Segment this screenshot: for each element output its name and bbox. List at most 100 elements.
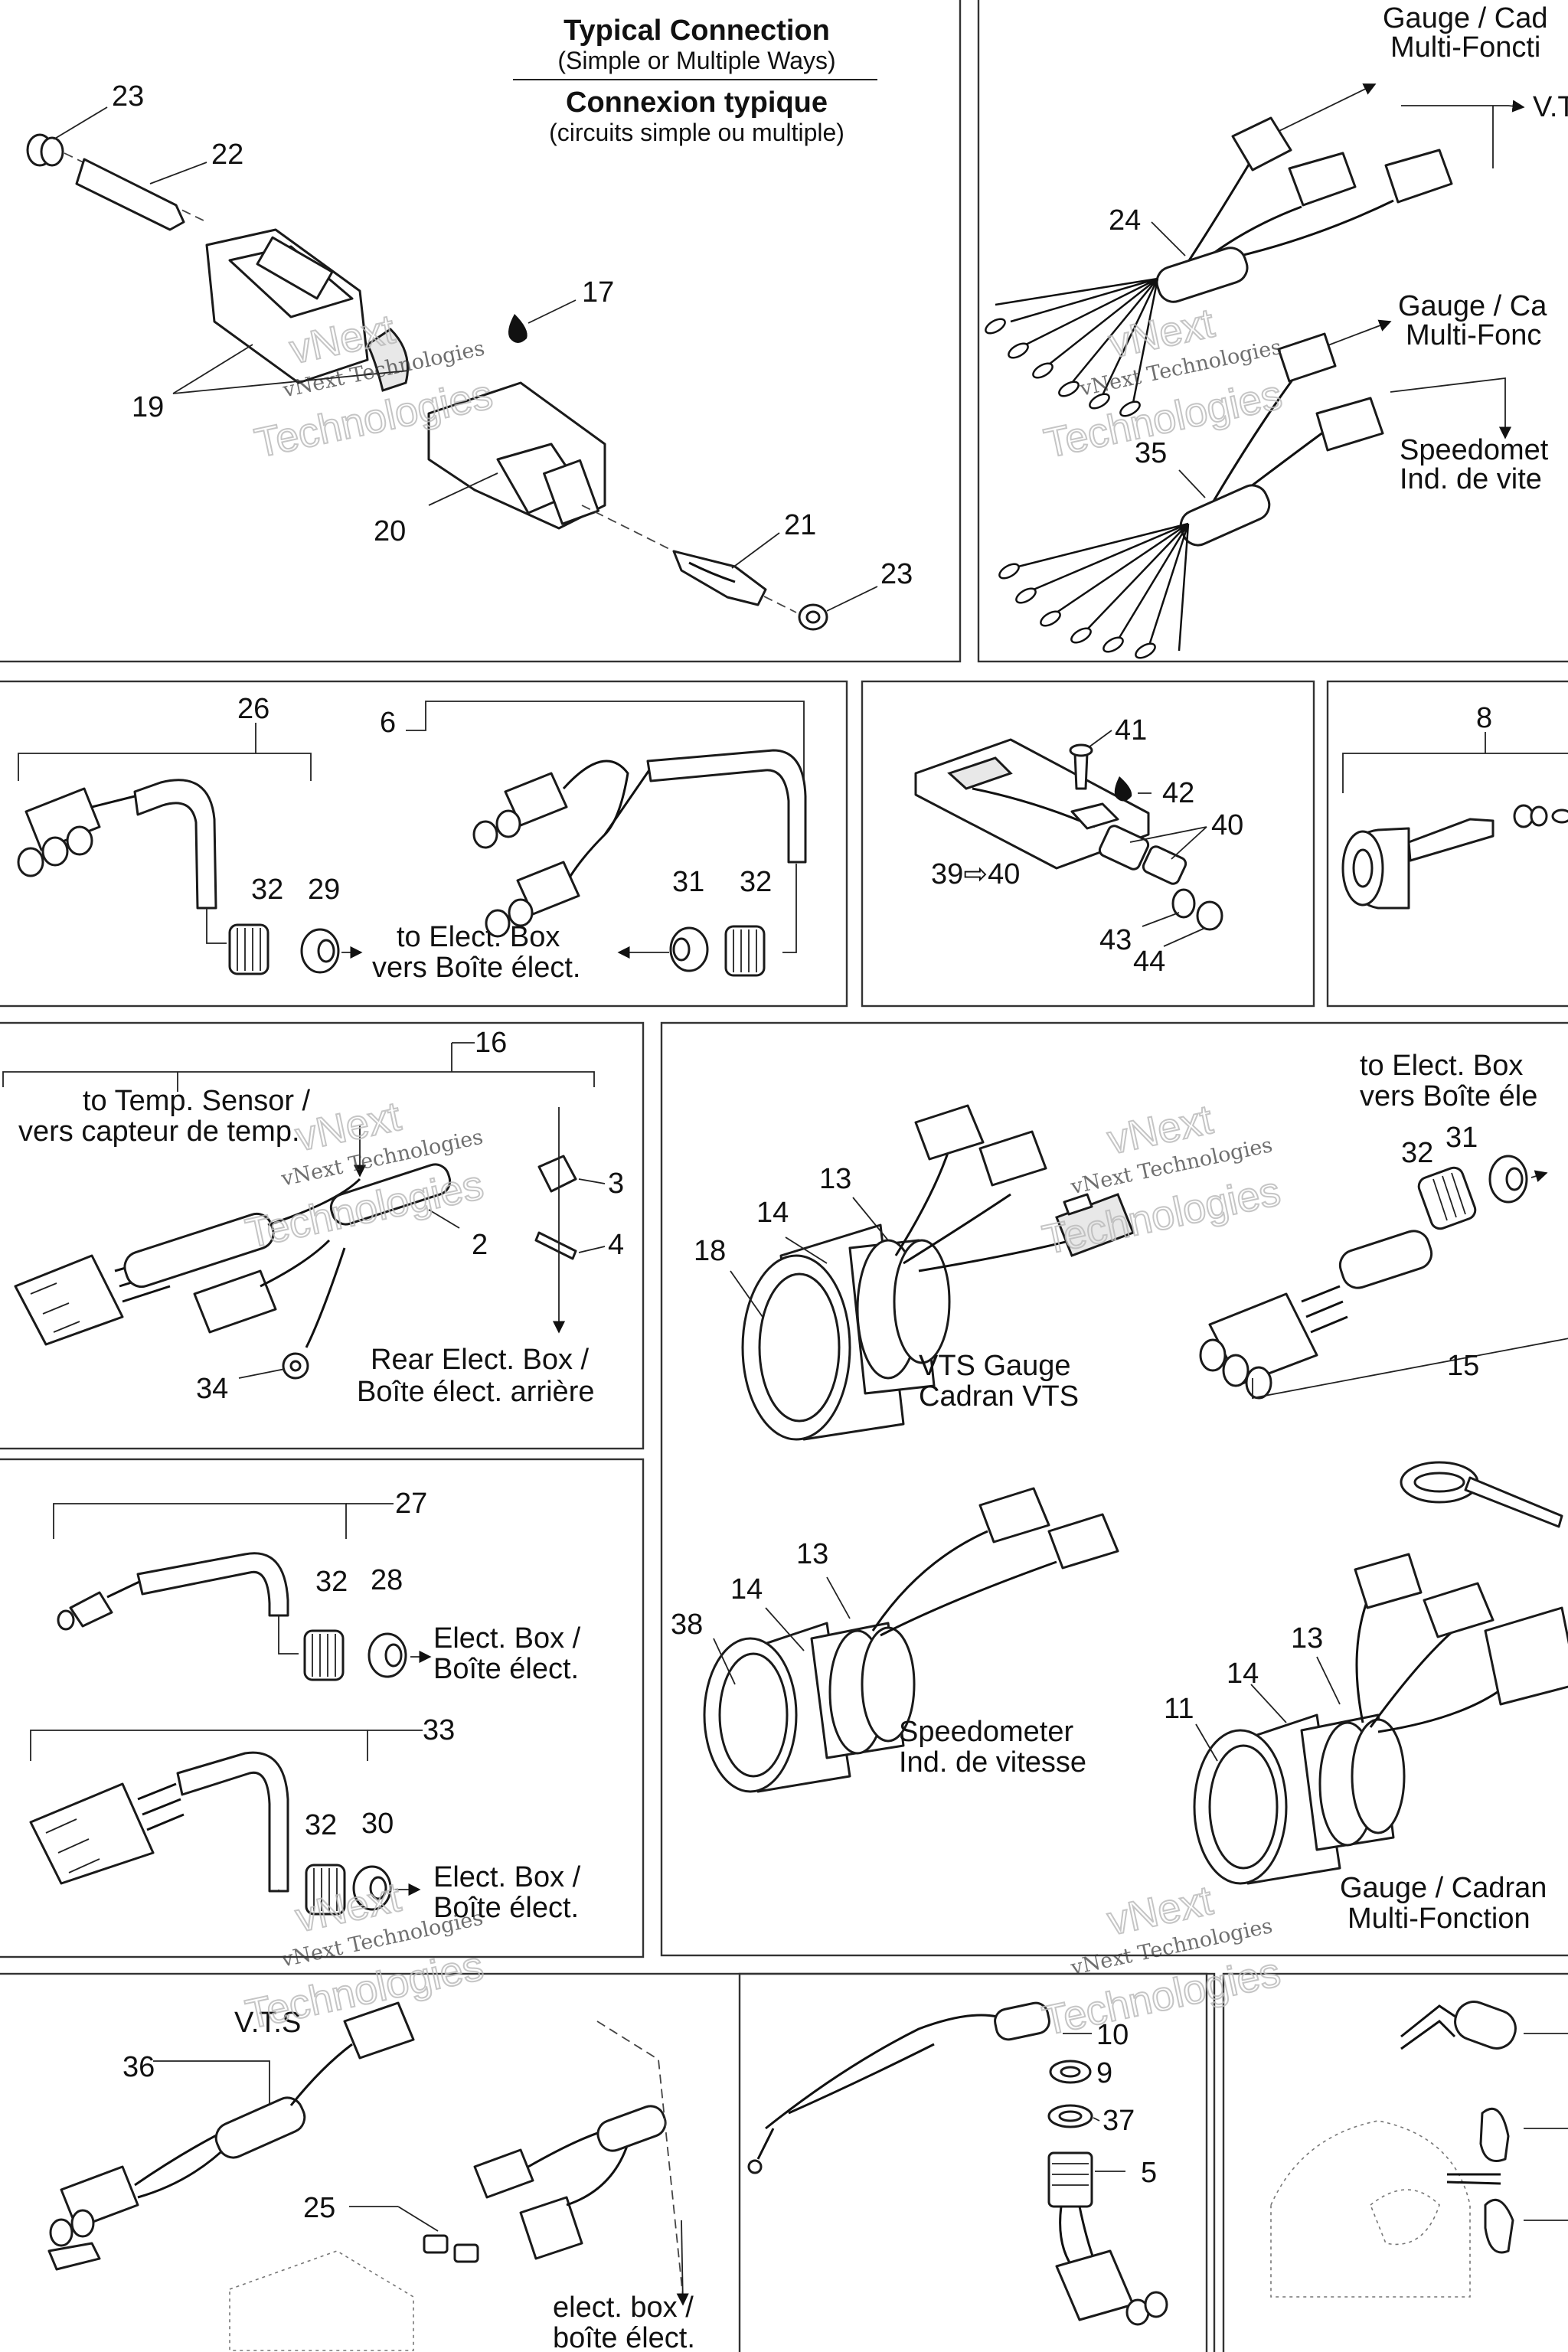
subtitle-fr: (circuits simple ou multiple) — [549, 119, 844, 146]
callout-13-b: 13 — [796, 1538, 828, 1570]
connector-part-3 — [537, 1155, 577, 1193]
label-vt-arrow: V.T — [1533, 91, 1568, 123]
label-gauge-top-1: Gauge / Cad — [1383, 2, 1547, 34]
callout-31-a: 31 — [672, 866, 704, 898]
sensor-8-panel: 8 — [1341, 702, 1568, 910]
relay-part-25 — [423, 2234, 479, 2263]
callout-5: 5 — [1141, 2157, 1157, 2189]
typical-connection-heading: Typical Connection (Simple or Multiple W… — [513, 15, 877, 146]
grease-drop-icon-42 — [1114, 776, 1132, 802]
connector-housing-part-20 — [427, 381, 606, 530]
seal-part-31a — [669, 926, 709, 972]
temp-sensor-harness-panel: 16 to Temp. Sensor / vers capteur de tem… — [2, 1027, 624, 1408]
callout-44: 44 — [1133, 946, 1165, 978]
harness-27-33-panel: 27 32 28 Elect. Box / Boîte élect. 33 — [29, 1488, 581, 1924]
callout-19: 19 — [132, 391, 164, 423]
sensor-part-5 — [1047, 2151, 1168, 2326]
vts-gauge-part-18 — [741, 1223, 951, 1441]
typical-connection-callouts: 23 22 17 19 20 21 23 — [53, 80, 913, 612]
label-rear-elect-box-2: Boîte élect. arrière — [357, 1376, 594, 1408]
harness-part-16 — [14, 1163, 452, 1380]
callout-41: 41 — [1115, 714, 1147, 746]
nut-part-9 — [1049, 2060, 1092, 2084]
label-elect-box-d-1: Elect. Box / — [433, 1861, 581, 1893]
connector-housing-part-19 — [205, 228, 409, 392]
callout-14-a: 14 — [756, 1197, 789, 1229]
callout-35: 35 — [1135, 437, 1167, 469]
callout-40: 40 — [1211, 809, 1243, 841]
callout-15: 15 — [1447, 1350, 1479, 1382]
harness-part-6 — [472, 749, 807, 938]
harness-part-36 — [47, 2001, 415, 2271]
tie-strap — [1400, 1461, 1563, 1528]
callout-11: 11 — [1164, 1693, 1194, 1725]
typical-connection-parts — [26, 133, 828, 631]
label-ref-39-40: 39⇨40 — [931, 858, 1020, 890]
watermark-2: vNext vNext Technologies Technologies — [1040, 299, 1287, 468]
callout-31-b: 31 — [1446, 1122, 1478, 1154]
callout-8: 8 — [1476, 702, 1492, 734]
callout-4: 4 — [608, 1229, 624, 1261]
callout-13-a: 13 — [819, 1163, 851, 1195]
seal-part-31b — [1488, 1155, 1528, 1204]
multifunction-gauge-part-11 — [1193, 1713, 1406, 1885]
grommet-part-32d — [303, 1629, 345, 1681]
callout-20: 20 — [374, 515, 406, 547]
vts-gauge-connectors — [914, 1104, 1135, 1257]
callout-27: 27 — [395, 1488, 427, 1520]
harness-part-26 — [17, 779, 217, 910]
label-gauge-mid-1: Gauge / Ca — [1398, 290, 1547, 322]
speedometer-connectors — [978, 1487, 1119, 1570]
callout-34: 34 — [196, 1373, 228, 1405]
harness-26-6-panel: 26 32 29 to Elect. Box vers Boîte élect.… — [17, 693, 807, 984]
label-elect-box-a-1: to Elect. Box — [397, 921, 560, 953]
multifunction-gauge-connectors — [1354, 1553, 1568, 1706]
callout-14-b: 14 — [730, 1573, 763, 1606]
bracket-part-39 — [914, 738, 1150, 870]
callout-32-c: 32 — [1401, 1137, 1433, 1169]
label-temp-sensor-2: vers capteur de temp. — [18, 1116, 300, 1148]
callout-32-b: 32 — [740, 866, 772, 898]
washer-part-43 — [1171, 888, 1196, 919]
seal-part-30 — [352, 1865, 392, 1911]
callout-9: 9 — [1096, 2057, 1112, 2089]
terminal-part-4 — [534, 1231, 577, 1260]
callout-23-top: 23 — [112, 80, 144, 113]
callout-36: 36 — [122, 2051, 155, 2083]
callout-6: 6 — [380, 707, 396, 739]
callout-33: 33 — [423, 1714, 455, 1746]
label-gauge-top-2: Multi-Foncti — [1390, 31, 1540, 64]
label-temp-sensor-1: to Temp. Sensor / — [83, 1085, 311, 1117]
harness-part-27 — [57, 1552, 289, 1631]
dielectric-grease-drop-icon — [508, 314, 528, 343]
sensor-part-10 — [994, 2001, 1050, 2041]
grommet-part-32e — [305, 1864, 346, 1916]
callout-14-c: 14 — [1227, 1658, 1259, 1690]
callout-26: 26 — [237, 693, 270, 725]
harness-part-35 — [998, 332, 1384, 659]
callout-32-e: 32 — [305, 1809, 337, 1841]
watermark-4: vNext vNext Technologies Technologies — [1038, 1096, 1285, 1264]
callout-23-bottom: 23 — [880, 558, 913, 590]
screw-part-41 — [1073, 752, 1089, 790]
sensor-part-8 — [1341, 804, 1568, 910]
callout-32-a: 32 — [251, 874, 283, 906]
grommet-part-32b — [724, 925, 766, 977]
label-elect-box-d-2: Boîte élect. — [433, 1892, 579, 1924]
callout-21: 21 — [784, 509, 816, 541]
title-en: Typical Connection — [564, 15, 830, 47]
vts-harness-connectors — [473, 2105, 667, 2260]
callout-3: 3 — [608, 1168, 624, 1200]
vts-harness-panel: V.T.S 36 25 — [47, 2001, 695, 2352]
harness-part-33 — [29, 1751, 289, 1893]
seal-part-23a — [26, 133, 64, 167]
ecu-module-outline — [229, 2250, 414, 2351]
callout-24: 24 — [1109, 204, 1141, 237]
label-gauge-multi-1: Gauge / Cadran — [1340, 1872, 1547, 1904]
callout-28: 28 — [371, 1564, 403, 1596]
callout-38: 38 — [671, 1609, 703, 1641]
callout-13-c: 13 — [1291, 1622, 1323, 1655]
callout-29: 29 — [308, 874, 340, 906]
